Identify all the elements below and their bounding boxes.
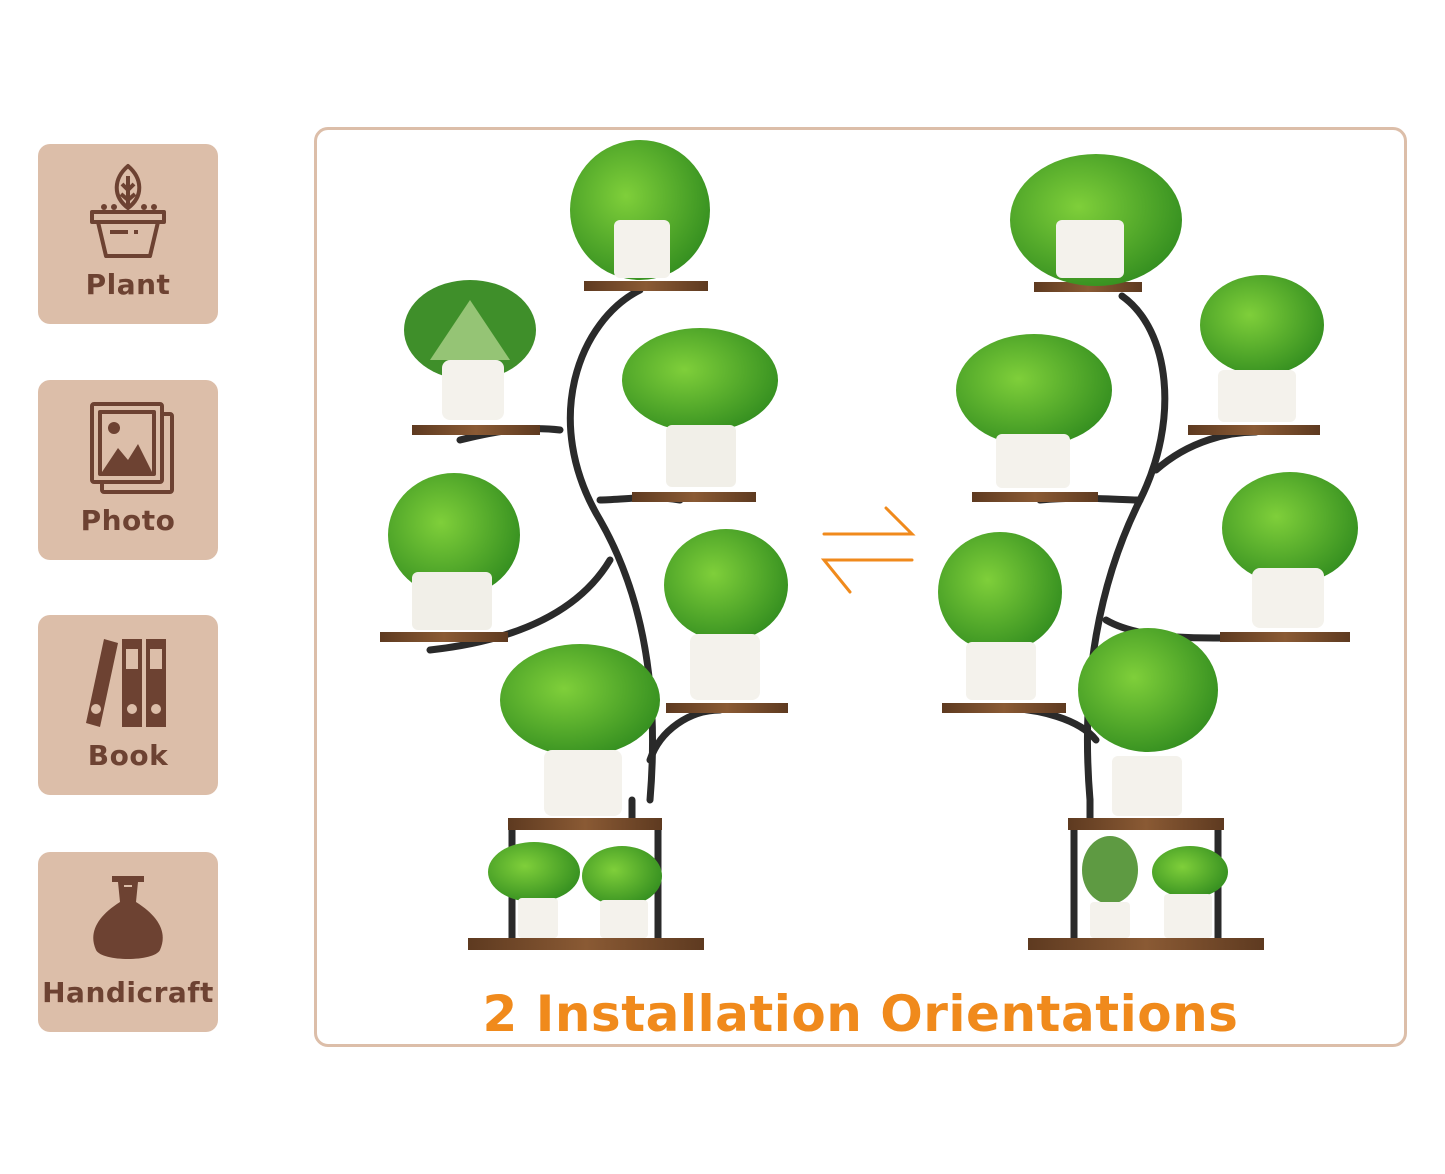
shelf xyxy=(508,818,662,830)
vase-icon xyxy=(93,876,163,959)
potted-plant xyxy=(938,532,1062,700)
use-label: Handicraft xyxy=(42,976,214,1009)
potted-plant xyxy=(1010,154,1182,286)
potted-plant xyxy=(664,529,788,700)
shelf xyxy=(1034,282,1142,292)
potted-plant xyxy=(570,140,710,280)
potted-plant-icon xyxy=(90,164,166,258)
use-label: Photo xyxy=(80,504,176,537)
shelf xyxy=(1068,818,1224,830)
potted-plant xyxy=(1152,846,1228,938)
potted-plant xyxy=(956,334,1112,488)
shelf xyxy=(632,492,756,502)
potted-plant xyxy=(622,328,778,487)
potted-plant xyxy=(500,644,660,816)
use-tile-book: Book xyxy=(38,615,218,795)
shelf xyxy=(1188,425,1320,435)
binders-icon xyxy=(86,639,166,727)
use-label: Plant xyxy=(85,268,171,301)
shelf xyxy=(584,281,708,291)
use-tile-plant: Plant xyxy=(38,144,218,324)
shelf xyxy=(1220,632,1350,642)
caption-installation-orientations: 2 Installation Orientations xyxy=(482,985,1239,1043)
shelf xyxy=(972,492,1098,502)
potted-plant xyxy=(404,280,536,420)
use-tile-handicraft: Handicraft xyxy=(38,852,218,1032)
potted-plant xyxy=(488,842,580,938)
photo-icon xyxy=(90,402,174,494)
shelf xyxy=(380,632,508,642)
potted-plant xyxy=(388,473,520,630)
use-tile-photo: Photo xyxy=(38,380,218,560)
stand-left xyxy=(380,140,788,950)
potted-plant xyxy=(1200,275,1324,422)
shelf xyxy=(942,703,1066,713)
shelf xyxy=(412,425,540,435)
stand-right xyxy=(938,154,1358,950)
potted-plant xyxy=(1222,472,1358,628)
potted-plant xyxy=(582,846,662,938)
product-frame xyxy=(314,127,1407,1047)
shelf xyxy=(1028,938,1264,950)
potted-plant xyxy=(1078,628,1218,816)
potted-plant xyxy=(1082,836,1138,938)
use-label: Book xyxy=(87,739,169,772)
swap-arrows-icon xyxy=(820,506,916,594)
shelf xyxy=(468,938,704,950)
shelf xyxy=(666,703,788,713)
